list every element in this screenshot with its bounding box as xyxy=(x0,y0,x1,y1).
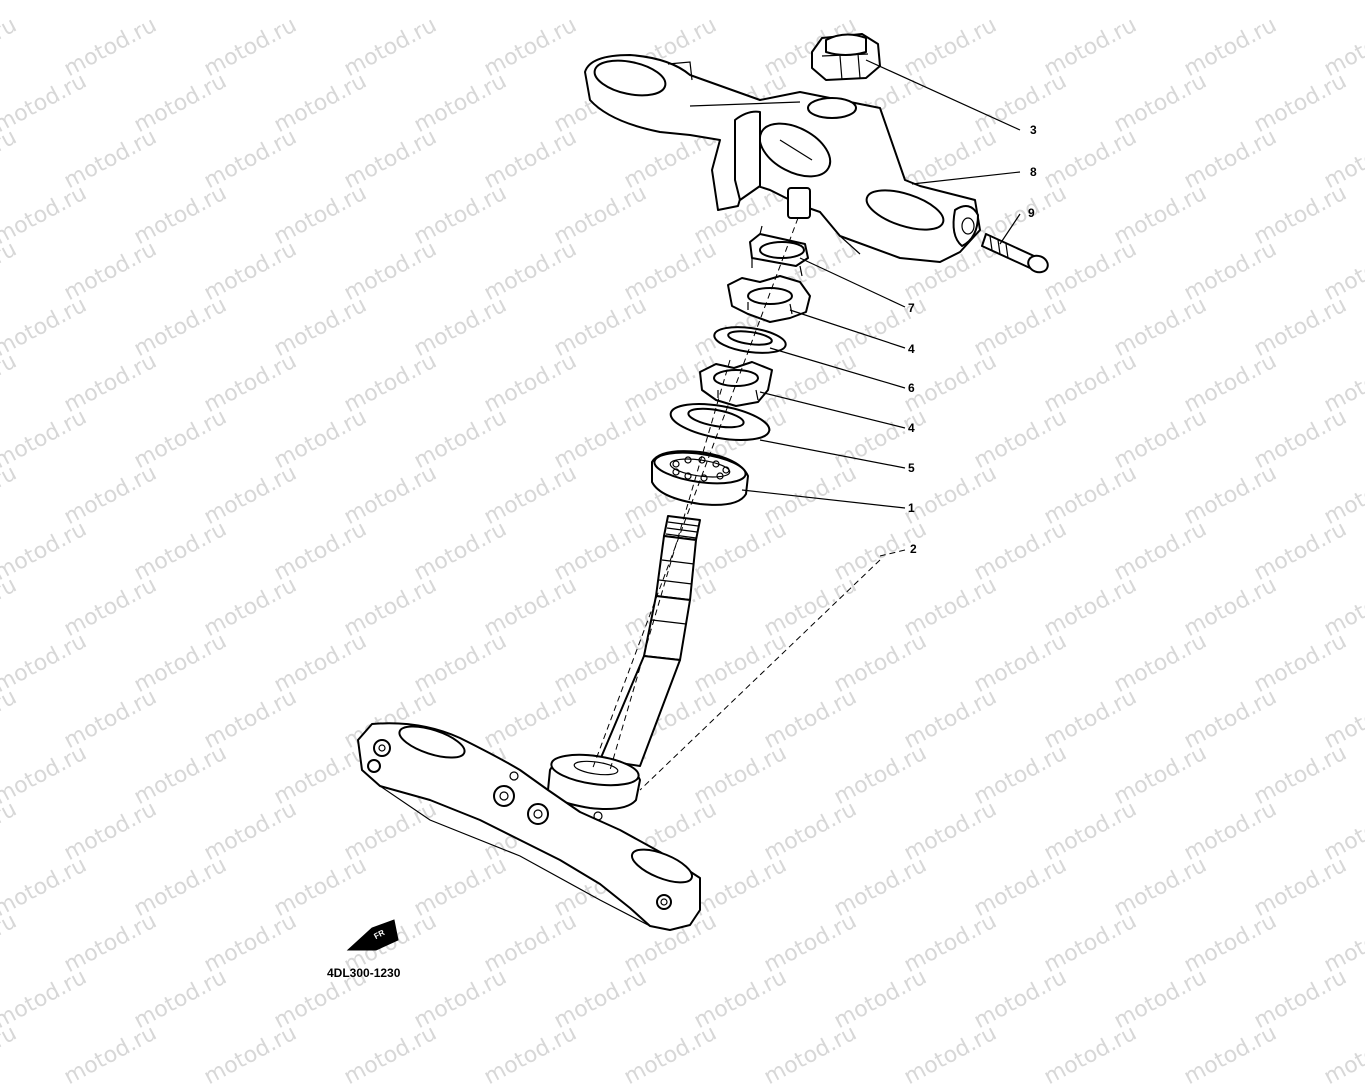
part-6-washer xyxy=(713,326,787,354)
part-4-ring-nut-upper xyxy=(727,275,811,323)
callout-3: 3 xyxy=(1030,123,1037,137)
leader-lines xyxy=(741,59,1021,557)
part-3-cap-nut xyxy=(811,33,881,81)
front-direction-arrow xyxy=(346,919,399,951)
diagram-code: 4DL300-1230 xyxy=(327,966,401,980)
callout-4-lower: 4 xyxy=(908,421,915,435)
callout-7: 7 xyxy=(908,301,915,315)
callout-8: 8 xyxy=(1030,165,1037,179)
callout-2: 2 xyxy=(910,542,917,556)
part-2-steering-stem xyxy=(357,515,701,931)
part-9-bolt xyxy=(981,233,1049,274)
watermark-text: motod.ru xyxy=(620,1020,721,1090)
callout-6: 6 xyxy=(908,381,915,395)
watermark-text: motod.ru xyxy=(60,1020,161,1090)
watermark-text: motod.ru xyxy=(0,1020,21,1090)
part-1-bearing xyxy=(651,450,749,506)
assembly-centerlines xyxy=(591,217,881,791)
callout-1: 1 xyxy=(908,501,915,515)
watermark-text: motod.ru xyxy=(340,1020,441,1090)
watermark-text: motod.ru xyxy=(480,1020,581,1090)
watermark-text: motod.ru xyxy=(900,1020,1001,1090)
diagram-canvas: motod.ru motod.ru motod.ru motod.ru motod.ru… xyxy=(0,13,1365,1090)
part-5-dust-cover xyxy=(669,403,771,441)
watermark-text: motod.ru xyxy=(760,1020,861,1090)
watermark-text: motod.ru xyxy=(1320,1020,1365,1090)
callout-5: 5 xyxy=(908,461,915,475)
part-7-lock-washer xyxy=(749,225,809,277)
callout-9: 9 xyxy=(1028,206,1035,220)
watermark-text: motod.ru xyxy=(1040,1020,1141,1090)
part-8-upper-bracket xyxy=(584,54,981,263)
part-4-ring-nut-lower xyxy=(699,361,773,407)
callout-4-upper: 4 xyxy=(908,342,915,356)
exploded-view-drawing xyxy=(346,33,1049,951)
watermark-text: motod.ru xyxy=(200,1020,301,1090)
watermark-text: motod.ru xyxy=(1180,1020,1281,1090)
